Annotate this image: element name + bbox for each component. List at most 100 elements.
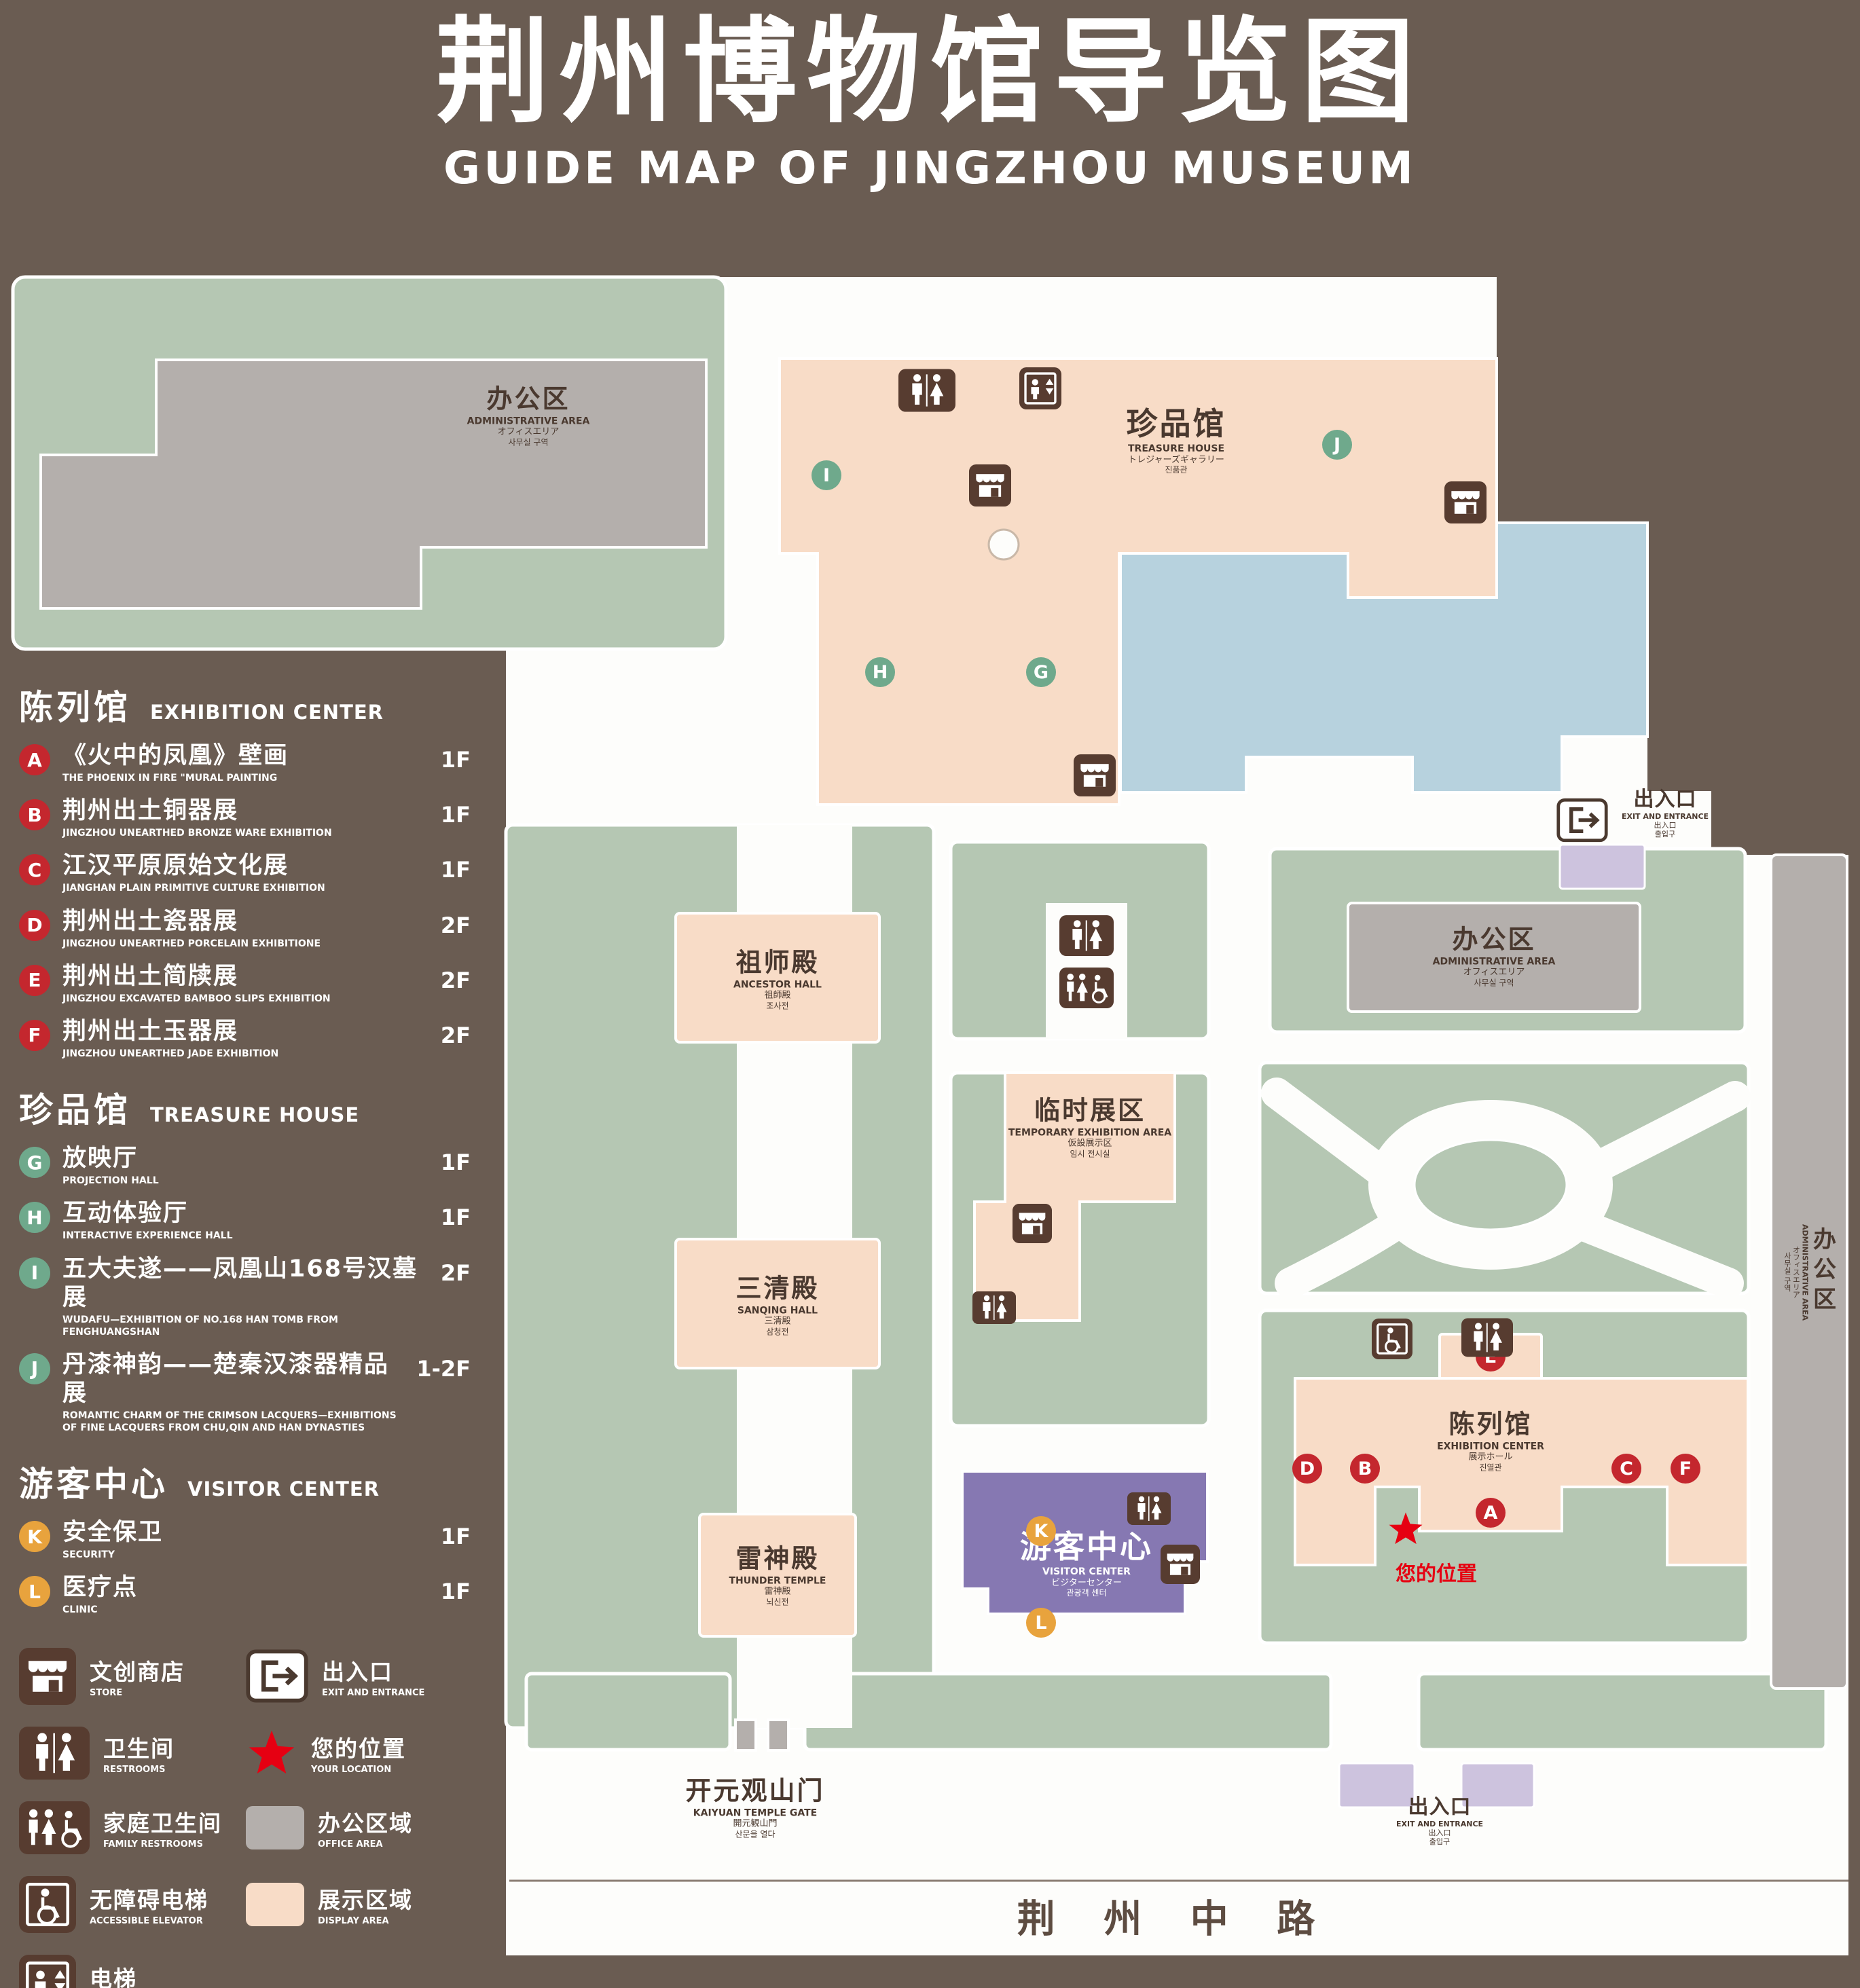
restroom-icon <box>1127 1492 1171 1525</box>
restroom-icon <box>972 1291 1016 1324</box>
store-icon <box>969 464 1011 507</box>
temporary-exhibition-building <box>973 1071 1176 1322</box>
floor-label: 2F <box>440 1259 471 1286</box>
map-marker-k: K <box>1026 1516 1056 1546</box>
gate-pillar <box>767 1718 790 1752</box>
map-marker-a: A <box>1476 1498 1506 1528</box>
marker-badge-f: F <box>19 1019 50 1051</box>
marker-badge-b: B <box>19 799 50 831</box>
label-administrative-far-right: 办公区 ADMINISTRATIVE AREA オフィスエリア 사무실 구역 <box>1783 1223 1836 1321</box>
legend-section-treasure-house: 珍品馆 TREASURE HOUSE <box>19 1090 360 1130</box>
label-exhibition-center: 陈列馆 EXHIBITION CENTER 展示ホール 진열관 <box>1437 1409 1544 1473</box>
header: 荆州博物馆导览图 GUIDE MAP OF JINGZHOU MUSEUM <box>0 10 1860 194</box>
administrative-building-top-left <box>39 358 708 610</box>
display-area-swatch <box>246 1882 304 1926</box>
path-corridor <box>737 1042 852 1239</box>
entrance-block-bottom-2 <box>1460 1762 1535 1809</box>
map-marker-j: J <box>1322 430 1352 460</box>
map-marker-d: D <box>1292 1454 1322 1484</box>
legend-section-visitor-center: 游客中心 VISITOR CENTER <box>19 1465 380 1505</box>
map-marker-g: G <box>1026 657 1056 687</box>
marker-badge-l: L <box>19 1576 50 1608</box>
elevator-icon <box>1019 367 1061 409</box>
map-marker-h: H <box>865 657 895 687</box>
map-marker-b: B <box>1350 1454 1380 1484</box>
floor-label: 1F <box>440 1149 471 1176</box>
label-treasure-house: 珍品馆 TREASURE HOUSE トレジャーズギャラリー 진품관 <box>1126 405 1226 475</box>
store-icon <box>1013 1204 1052 1243</box>
administrative-strip-far-right <box>1770 853 1848 1690</box>
map-marker-c: C <box>1611 1454 1641 1484</box>
marker-badge-d: D <box>19 909 50 941</box>
administrative-building-right <box>1347 902 1641 1013</box>
restroom-icon <box>1461 1319 1513 1357</box>
road-label: 荆 州 中 路 <box>1017 1897 1333 1942</box>
floor-label: 1F <box>440 1204 471 1231</box>
floor-label: 2F <box>440 967 471 993</box>
floor-label: 1-2F <box>416 1355 471 1382</box>
label-ancestor-hall: 祖师殿 ANCESTOR HALL 祖師殿 조사전 <box>733 947 822 1011</box>
gate-pillar <box>734 1718 757 1752</box>
legend-section-exhibition-center: 陈列馆 EXHIBITION CENTER <box>19 688 384 727</box>
label-administrative-right: 办公区 ADMINISTRATIVE AREA オフィスエリア 사무실 구역 <box>1432 924 1556 988</box>
label-temporary-exhibition: 临时展区 TEMPORARY EXHIBITION AREA 仮設展示区 임시 … <box>1008 1095 1172 1159</box>
map-marker-i: I <box>812 460 841 490</box>
restroom-icon <box>898 369 955 412</box>
marker-badge-j: J <box>19 1352 50 1384</box>
office-area-swatch <box>246 1805 304 1849</box>
green-bottom-strip-3 <box>1417 1672 1828 1752</box>
thunder-temple-building <box>698 1513 857 1638</box>
your-location-label: 您的位置 <box>1396 1562 1477 1586</box>
restroom-icon <box>19 1727 90 1780</box>
restroom-icon <box>1059 915 1114 956</box>
store-icon <box>1074 754 1116 796</box>
floor-label: 1F <box>440 1579 471 1605</box>
floor-label: 2F <box>440 912 471 938</box>
floor-label: 1F <box>440 1524 471 1550</box>
path-corridor <box>737 1368 852 1514</box>
legend-elevator: 电梯Elevator <box>19 1955 243 1988</box>
entrance-block-bottom-1 <box>1338 1762 1416 1809</box>
marker-badge-a: A <box>19 744 50 775</box>
path-corridor <box>737 825 852 913</box>
ancestor-hall-building <box>674 912 881 1044</box>
floor-label: 1F <box>440 747 471 773</box>
marker-badge-g: G <box>19 1147 50 1179</box>
store-icon <box>1444 481 1487 523</box>
marker-badge-i: I <box>19 1257 50 1289</box>
store-icon <box>19 1648 76 1705</box>
marker-badge-e: E <box>19 964 50 996</box>
page-subtitle: GUIDE MAP OF JINGZHOU MUSEUM <box>443 141 1417 194</box>
exit-icon <box>246 1649 308 1703</box>
marker-badge-c: C <box>19 854 50 886</box>
accessible-elevator-icon <box>19 1876 76 1933</box>
family-restroom-icon <box>19 1801 90 1854</box>
accessible-elevator-icon <box>1372 1319 1412 1359</box>
your-location-star-icon <box>1387 1510 1425 1548</box>
label-administrative-top-left: 办公区 ADMINISTRATIVE AREA オフィスエリア 사무실 구역 <box>467 384 590 447</box>
marker-badge-k: K <box>19 1521 50 1553</box>
marker-badge-h: H <box>19 1202 50 1234</box>
elevator-icon <box>19 1955 76 1988</box>
